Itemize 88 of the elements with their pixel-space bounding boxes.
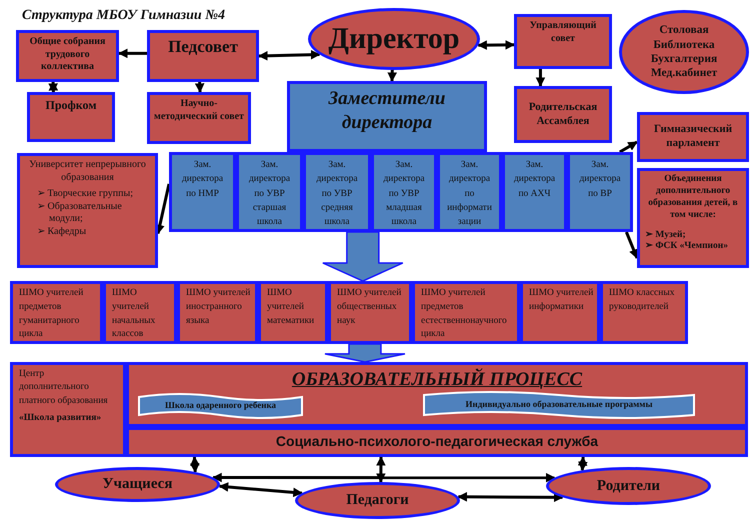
arrow: [194, 82, 204, 93]
node-label: Индивидуально образовательные программы: [466, 399, 652, 411]
node-label: Центр дополнительного платного образования: [19, 368, 109, 408]
node-label: «Школа развития»: [19, 412, 102, 425]
node-label: ШМО учителей иностранного языка: [186, 287, 252, 328]
node-label: Зам. директора по ВР: [578, 159, 622, 200]
council-box: [147, 30, 259, 82]
university-box: [17, 153, 158, 268]
diagram-title: Структура МБОУ Гимназии №4: [22, 8, 225, 24]
arrow: [477, 40, 515, 50]
node-label: ШМО учителей предметов естественнонаучного цикла: [421, 287, 508, 342]
method-association-box: [177, 281, 258, 344]
node-label: Зам. директора по УВР средняя школа: [315, 159, 359, 229]
node-label: ШМО учителей информатики: [529, 287, 594, 314]
node-label: Учащиеся: [102, 475, 172, 494]
node-label: Зам. директора по УВР старшая школа: [248, 159, 292, 229]
method-association-box: [520, 281, 600, 344]
arrow: [619, 140, 638, 154]
arrow: [48, 81, 58, 93]
deputy-box: [303, 152, 371, 232]
council-box: [16, 30, 119, 82]
program-banner: [423, 392, 695, 418]
deputy-box: [236, 152, 303, 232]
node-label: Социально-психолого-педагогическая служба: [276, 433, 598, 451]
node-label: Общие собрания трудового коллектива: [28, 36, 106, 74]
node-label: Заместители директора: [327, 87, 446, 134]
arrow: [118, 48, 147, 58]
deputy-box: [169, 152, 236, 232]
node-label: ШМО учителей предметов гуманитарного цикла: [19, 287, 84, 342]
list-item: ➢ ФСК «Чемпион»: [645, 241, 729, 254]
arrow: [536, 69, 546, 87]
block-arrow: [324, 343, 406, 363]
arrow: [376, 456, 386, 483]
arrow: [212, 472, 556, 482]
node-label: Педсовет: [168, 36, 238, 58]
block-arrow: [322, 231, 404, 282]
node-label: Директор: [328, 21, 460, 58]
node-label: ОБРАЗОВАТЕЛЬНЫЙ ПРОЦЕСС: [292, 368, 582, 392]
method-association-box: [600, 281, 688, 344]
node-label: Зам. директора по УВР младшая школа: [382, 159, 426, 229]
node-label: Зам. директора по АХЧ: [512, 159, 556, 200]
node-label: Педагоги: [346, 491, 409, 510]
arrow: [190, 456, 200, 473]
council-box: [147, 92, 251, 144]
council-box: [637, 112, 749, 162]
node-label: Гимназический парламент: [652, 123, 734, 151]
method-association-box: [10, 281, 103, 344]
deputies-box: [287, 81, 487, 152]
council-box: [514, 14, 612, 69]
deputy-box: [502, 152, 567, 232]
node-label: Столовая Библиотека Бухгалтерия Мед.кабинет: [650, 23, 718, 81]
arrow: [218, 482, 303, 498]
node-label: Профком: [45, 98, 96, 113]
node-label: ШМО учителей общественных наук: [337, 287, 402, 328]
associations-box: [637, 168, 749, 268]
node-label: Объединения дополнительного образования детей, в том числе:: [647, 174, 739, 222]
method-association-box: [103, 281, 177, 344]
service-box: [126, 427, 748, 457]
list-item: ➢ Кафедры: [37, 226, 88, 238]
arrow: [258, 50, 320, 61]
list-item: ➢ Образовательные модули;: [37, 200, 123, 226]
node-label: ШМО учителей начальных классов: [112, 287, 156, 342]
arrow: [625, 231, 638, 259]
arrow: [457, 492, 564, 502]
process-box: [126, 362, 748, 427]
arrow: [387, 70, 398, 82]
node-label: Зам. директора по информати зации: [447, 159, 492, 229]
node-label: Родители: [596, 476, 660, 496]
method-association-box: [328, 281, 412, 344]
node-label: ШМО классных руководителей: [609, 287, 676, 314]
program-banner: [138, 394, 303, 418]
deputy-box: [567, 152, 633, 232]
node-label: Управляющий совет: [528, 20, 598, 45]
node-label: Зам. директора по НМР: [180, 159, 224, 200]
node-label: Школа одаренного ребенка: [164, 400, 276, 412]
node-label: Научно-методический совет: [153, 98, 245, 123]
node-label: ШМО учителей математики: [267, 287, 316, 328]
node-label: Родительская Ассамблея: [528, 100, 598, 128]
council-box: [27, 92, 115, 142]
list-item: ➢ Творческие группы;: [37, 188, 134, 200]
list-item: ➢ Музей;: [645, 230, 687, 242]
method-association-box: [412, 281, 520, 344]
deputy-box: [371, 152, 437, 232]
council-box: [514, 86, 612, 143]
node-label: Университет непрерывного образования: [28, 159, 147, 184]
method-association-box: [258, 281, 328, 344]
deputy-box: [437, 152, 502, 232]
center-box: [10, 362, 126, 457]
